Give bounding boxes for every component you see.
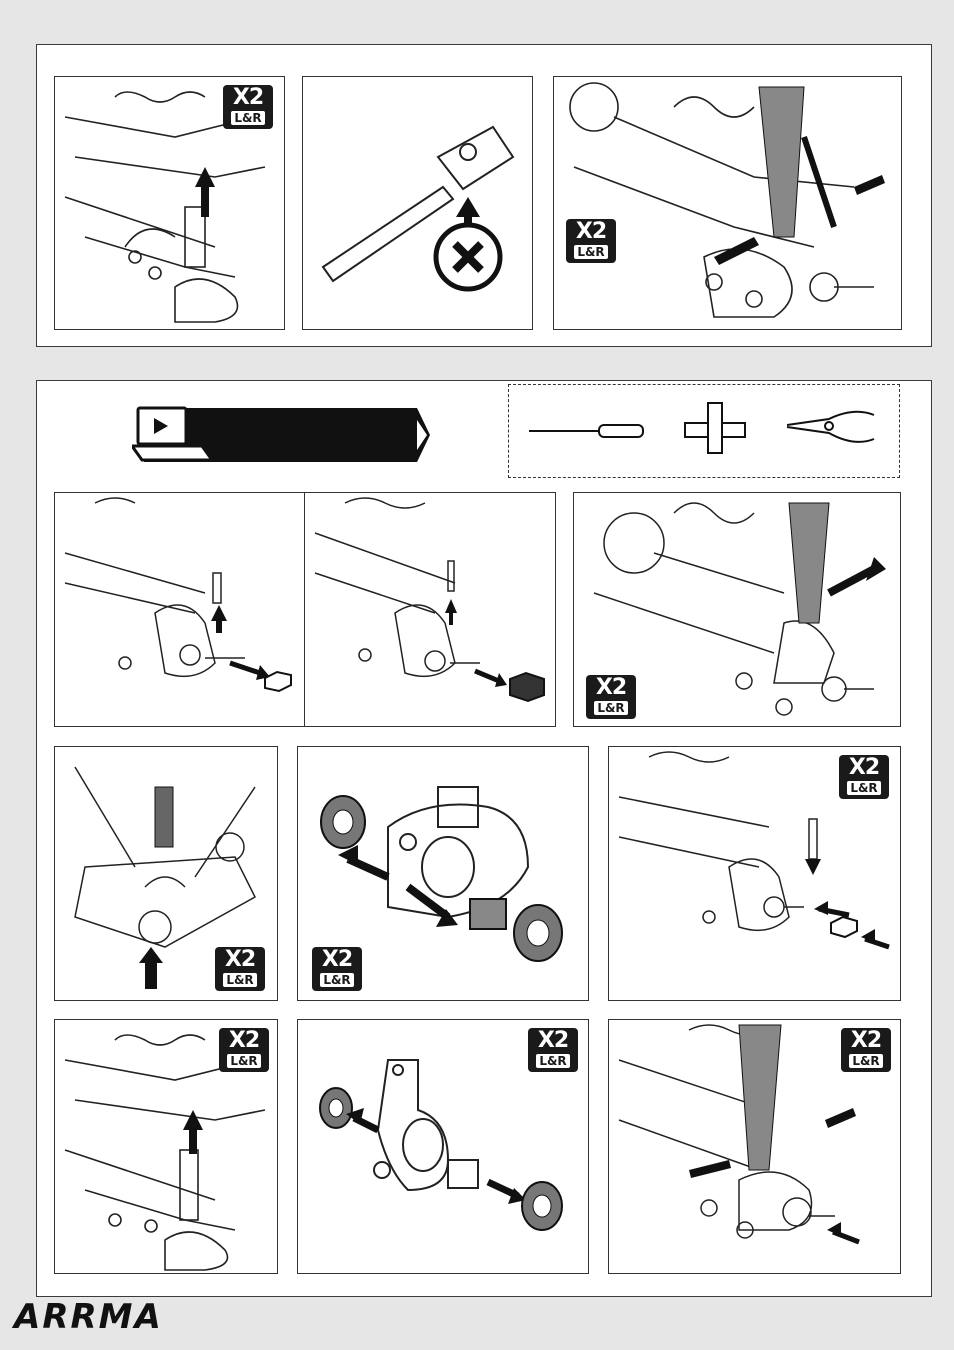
screwdriver-icon xyxy=(529,425,643,437)
cross-wrench-icon xyxy=(685,403,745,453)
panel-axle-warning xyxy=(302,76,533,330)
svg-text:ARRMA: ARRMA xyxy=(11,1297,163,1337)
bearing xyxy=(321,796,365,848)
x-circle-icon xyxy=(436,225,500,289)
video-banner[interactable] xyxy=(132,404,432,466)
panel-remove-nut-right xyxy=(304,492,556,727)
tools-required-box xyxy=(508,384,900,478)
arrma-logo: ARRMA xyxy=(10,1296,170,1338)
needle-nose-pliers-icon xyxy=(787,412,874,442)
panel-remove-nut-left xyxy=(54,492,307,727)
